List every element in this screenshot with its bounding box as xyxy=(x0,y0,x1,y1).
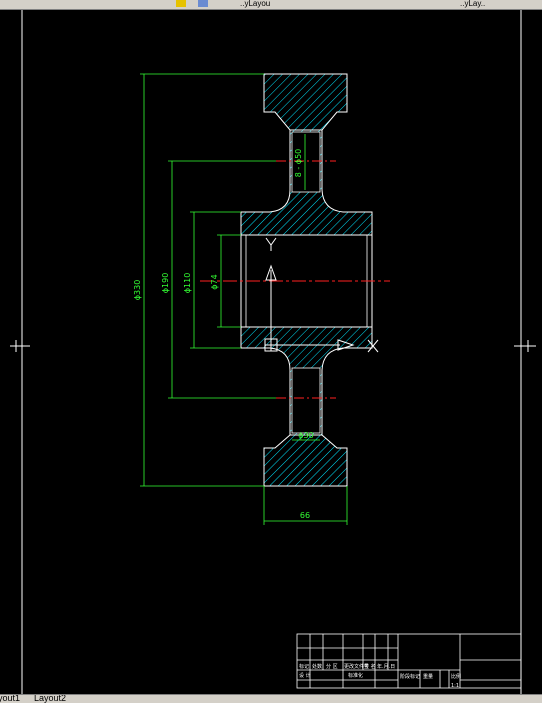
toolbar-icon-2[interactable] xyxy=(198,0,208,7)
tb-scale-label: 比例 xyxy=(451,673,461,680)
tb-count: 处数 xyxy=(312,663,322,670)
top-rim xyxy=(263,73,348,131)
tb-scale-value: 1:1 xyxy=(451,683,459,689)
tb-sign: 签 名 xyxy=(364,663,376,670)
tab-layout2[interactable]: Layout2 xyxy=(34,694,67,703)
tb-standard: 标准化 xyxy=(348,672,363,679)
dim-d110: ϕ110 xyxy=(183,273,192,294)
top-tab-strip: ..yLayou ..yLay.. xyxy=(0,0,542,10)
dim-8-d50: 8 - ϕ50 xyxy=(294,149,303,178)
tb-stage: 阶段标记 xyxy=(400,673,420,680)
layout-tab-1[interactable]: ..yLayou xyxy=(240,0,271,8)
tb-weight: 重量 xyxy=(423,673,433,680)
dim-width-66: 66 xyxy=(300,511,310,520)
wheel-section xyxy=(240,73,373,487)
tb-zone: 分 区 xyxy=(326,663,338,670)
bottom-rim xyxy=(263,434,348,487)
toolbar-icon[interactable] xyxy=(176,0,186,7)
dim-d74: ϕ74 xyxy=(210,274,219,289)
title-block xyxy=(296,633,522,689)
dim-d30: ϕ30 xyxy=(298,431,313,440)
tab-layout1[interactable]: yout1 xyxy=(0,694,21,703)
dimension-lines xyxy=(140,73,348,525)
dim-d190: ϕ190 xyxy=(161,273,170,294)
layout-tab-bar: yout1 Layout2 xyxy=(0,694,542,703)
layout-tab-2[interactable]: ..yLay.. xyxy=(460,0,486,8)
tb-mark: 标记 xyxy=(299,663,309,670)
tb-design: 设 计 xyxy=(299,672,311,679)
bore xyxy=(240,234,373,328)
tb-change-doc: 更改文件号 xyxy=(344,663,369,670)
tb-date: 年.月.日 xyxy=(377,663,395,670)
ucs-icon xyxy=(264,237,379,353)
dim-d330: ϕ330 xyxy=(133,280,142,301)
